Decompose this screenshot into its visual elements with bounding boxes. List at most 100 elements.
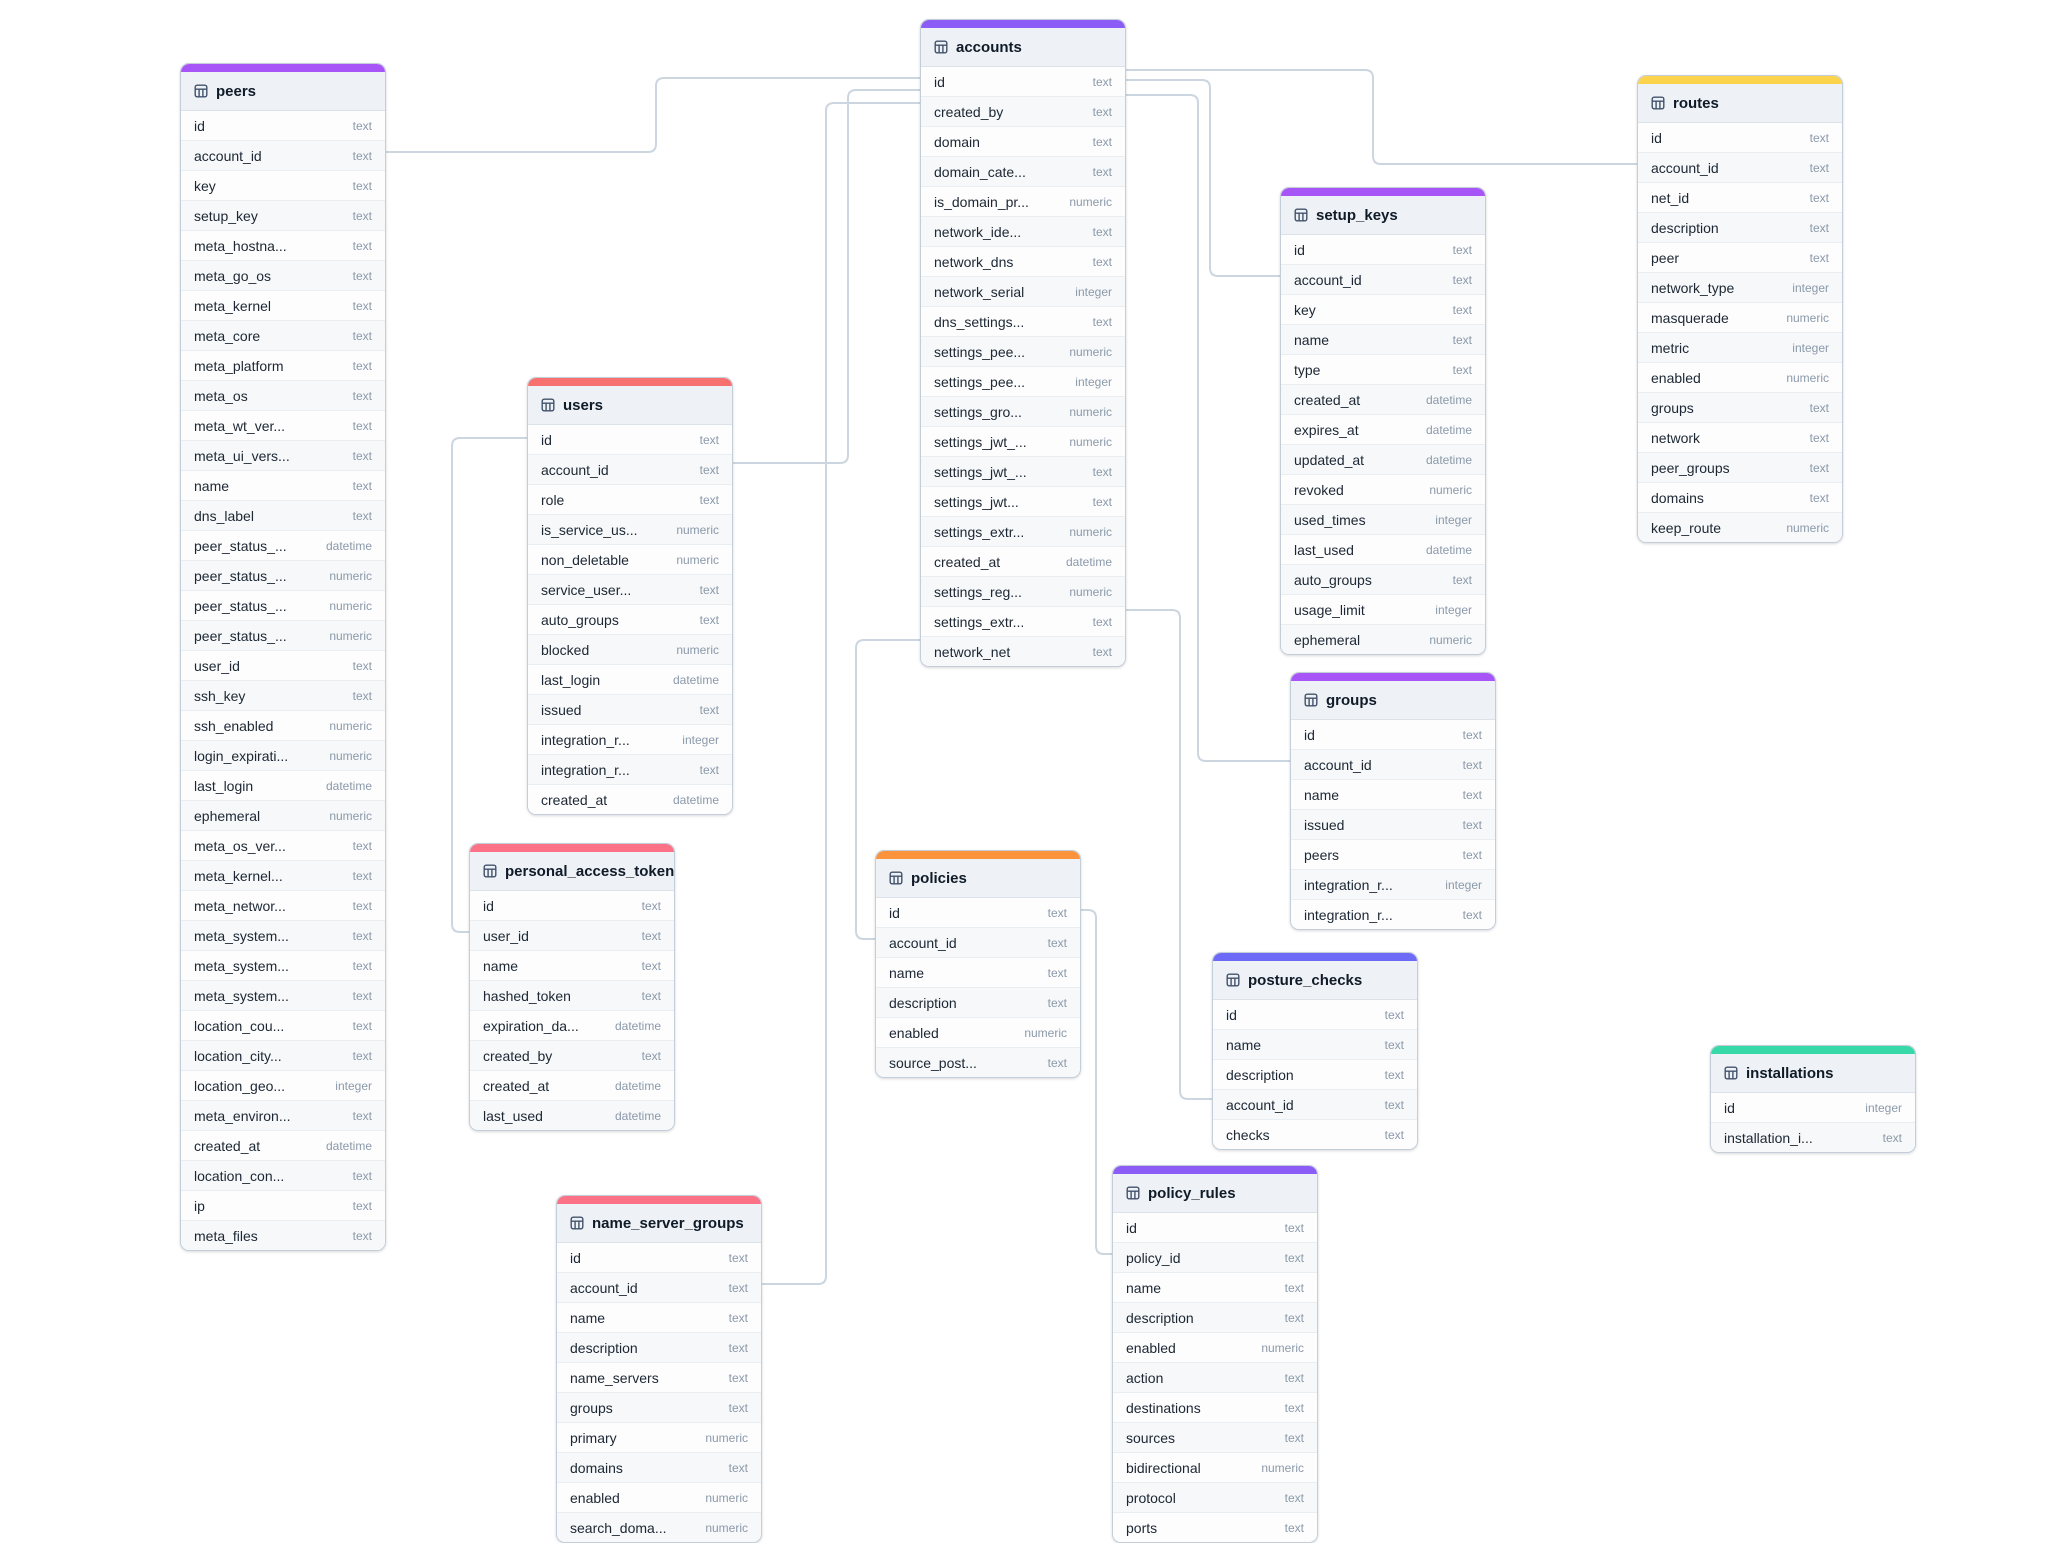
field-name: meta_wt_ver...: [194, 417, 286, 434]
field-type: text: [1092, 164, 1112, 179]
field-name: action: [1126, 1369, 1164, 1386]
field-type: text: [1462, 907, 1482, 922]
field-type: text: [1384, 1037, 1404, 1052]
field-name: created_at: [541, 791, 608, 808]
field-name: settings_extr...: [934, 523, 1025, 540]
field-name: user_id: [194, 657, 240, 674]
table-icon: [1651, 96, 1665, 110]
field-type: text: [352, 328, 372, 343]
field-name: settings_jwt_...: [934, 433, 1027, 450]
field-type: text: [352, 838, 372, 853]
field-type: numeric: [676, 522, 719, 537]
field-row: network_ide...text: [921, 216, 1125, 246]
field-type: integer: [682, 732, 719, 747]
field-type: numeric: [705, 1490, 748, 1505]
field-name: login_expirati...: [194, 747, 289, 764]
field-name: peer_status_...: [194, 567, 287, 584]
field-type: text: [699, 432, 719, 447]
table-accent-bar: [528, 378, 732, 386]
field-type: numeric: [1786, 310, 1829, 325]
field-type: numeric: [1429, 482, 1472, 497]
table-accent-bar: [921, 20, 1125, 28]
table-header: policy_rules: [1113, 1174, 1317, 1213]
field-type: datetime: [672, 792, 719, 807]
field-type: integer: [1865, 1100, 1902, 1115]
field-name: is_domain_pr...: [934, 193, 1029, 210]
field-type: text: [1092, 314, 1112, 329]
field-name: network_dns: [934, 253, 1014, 270]
field-type: numeric: [1261, 1460, 1304, 1475]
field-name: created_at: [934, 553, 1001, 570]
relationship-line-policies.account_id-to-accounts.id: [855, 639, 921, 940]
field-name: name: [570, 1309, 606, 1326]
field-type: text: [641, 928, 661, 943]
field-type: text: [1809, 400, 1829, 415]
field-type: datetime: [1425, 542, 1472, 557]
field-name: destinations: [1126, 1399, 1201, 1416]
field-type: text: [1384, 1007, 1404, 1022]
field-type: integer: [1445, 877, 1482, 892]
field-name: metric: [1651, 339, 1690, 356]
field-name: peer_groups: [1651, 459, 1730, 476]
field-name: enabled: [570, 1489, 620, 1506]
field-name: search_doma...: [570, 1519, 667, 1536]
field-type: text: [352, 448, 372, 463]
field-name: meta_system...: [194, 987, 289, 1004]
field-type: text: [1284, 1430, 1304, 1445]
field-row: meta_environ...text: [181, 1100, 385, 1130]
field-type: text: [1092, 614, 1112, 629]
field-name: auto_groups: [541, 611, 619, 628]
field-type: text: [352, 868, 372, 883]
field-type: text: [1452, 362, 1472, 377]
field-name: location_cou...: [194, 1017, 285, 1034]
field-name: network: [1651, 429, 1701, 446]
field-name: last_used: [483, 1107, 543, 1124]
field-name: last_login: [194, 777, 254, 794]
field-type: text: [1809, 250, 1829, 265]
field-name: keep_route: [1651, 519, 1722, 536]
field-row: meta_system...text: [181, 980, 385, 1010]
field-type: numeric: [1024, 1025, 1067, 1040]
field-type: numeric: [329, 568, 372, 583]
field-row: meta_ui_vers...text: [181, 440, 385, 470]
field-name: service_user...: [541, 581, 632, 598]
field-type: datetime: [1425, 422, 1472, 437]
field-name: name: [194, 477, 230, 494]
field-type: numeric: [1786, 370, 1829, 385]
field-name: account_id: [570, 1279, 638, 1296]
field-type: text: [1092, 104, 1112, 119]
field-name: created_at: [483, 1077, 550, 1094]
table-icon: [1126, 1186, 1140, 1200]
field-row: location_geo...integer: [181, 1070, 385, 1100]
